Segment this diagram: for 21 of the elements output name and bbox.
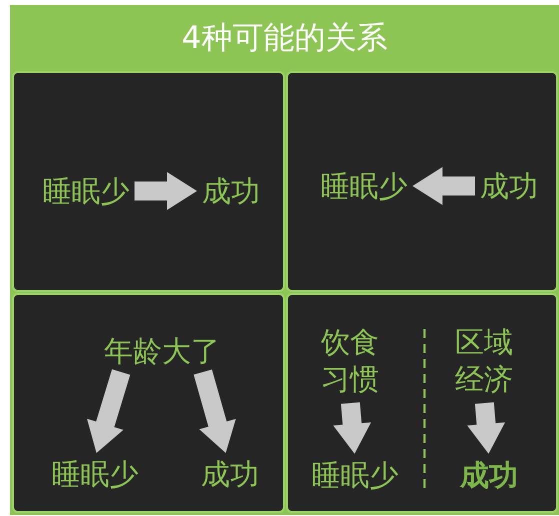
- block-arrow: [333, 402, 372, 455]
- node-text: 成功: [201, 458, 259, 490]
- node-text: 睡眠少: [42, 174, 130, 208]
- block-arrow: [467, 402, 506, 455]
- node-text: 区域经济: [454, 324, 514, 398]
- diagram-title: 4种可能的关系: [182, 20, 388, 56]
- block-arrow: [134, 172, 197, 210]
- node-text: 成功: [202, 174, 260, 208]
- panel: [12, 293, 285, 513]
- node-text: 成功: [460, 458, 518, 492]
- node-text: 成功: [480, 170, 538, 202]
- node-text: 睡眠少: [52, 458, 138, 490]
- node-text: 睡眠少: [320, 170, 408, 202]
- panel: [286, 293, 558, 513]
- panel: [12, 71, 285, 292]
- node-text: 睡眠少: [312, 458, 398, 492]
- node-text: 年龄大了: [104, 334, 220, 368]
- panel: [286, 71, 558, 292]
- node-text: 饮食习惯: [320, 324, 380, 398]
- block-arrow: [412, 167, 475, 205]
- block-arrow: [194, 369, 236, 456]
